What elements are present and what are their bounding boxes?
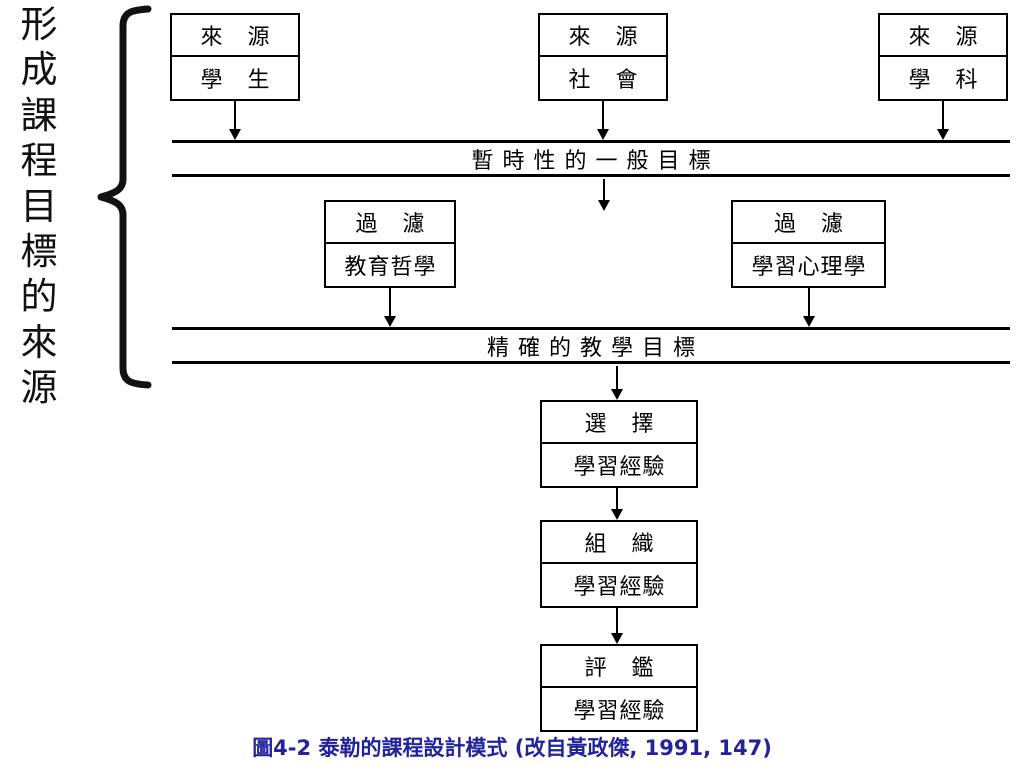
arrow-student-to-general-goals [228, 101, 242, 140]
source-box-title: 來 源 [540, 15, 666, 57]
source-box-title: 來 源 [880, 15, 1006, 57]
side-label: 形 成 課 程 目 標 的 來 源 [8, 6, 70, 406]
arrow-society-to-general-goals [596, 101, 610, 140]
band-precise-instructional-objectives: 精確的教學目標 [172, 327, 1010, 364]
arrow-general-goals-to-filters [597, 179, 611, 211]
filter-box-value: 教育哲學 [344, 255, 437, 280]
step-box-title: 評 鑑 [542, 646, 696, 688]
step-box-organize: 組 織 學習經驗 [540, 520, 698, 608]
side-label-char: 目 [20, 184, 58, 228]
side-label-char: 形 [20, 3, 58, 46]
arrow-precise-goals-to-select [610, 366, 624, 400]
filter-box-title: 過 濾 [326, 202, 454, 244]
band-label: 精確的教學目標 [486, 335, 704, 361]
source-box-value: 學 科 [908, 68, 987, 93]
band-tentative-general-objectives: 暫時性的一般目標 [172, 140, 1010, 177]
filter-box-philosophy: 過 濾 教育哲學 [324, 200, 456, 288]
side-label-char: 標 [20, 229, 58, 273]
filter-box-value: 學習心理學 [751, 255, 867, 280]
arrow-psychology-to-precise-goals [802, 288, 816, 327]
step-box-select: 選 擇 學習經驗 [540, 400, 698, 488]
side-label-char: 源 [20, 366, 58, 409]
source-box-subject: 來 源 學 科 [878, 13, 1008, 101]
side-label-char: 程 [20, 139, 58, 183]
filter-box-title: 過 濾 [733, 202, 884, 244]
arrow-select-to-organize [610, 488, 624, 520]
arrow-philosophy-to-precise-goals [383, 288, 397, 327]
arrow-organize-to-evaluate [610, 608, 624, 644]
side-label-char: 成 [20, 48, 58, 92]
filter-box-psychology: 過 濾 學習心理學 [731, 200, 886, 288]
arrow-subject-to-general-goals [936, 101, 950, 140]
step-box-value: 學習經驗 [573, 699, 666, 724]
side-label-char: 來 [20, 320, 58, 364]
figure-caption: 圖4-2 泰勒的課程設計模式 (改自黃政傑, 1991, 147) [252, 736, 772, 760]
curly-brace-icon [97, 5, 152, 389]
step-box-value: 學習經驗 [573, 455, 666, 480]
step-box-value: 學習經驗 [573, 575, 666, 600]
step-box-title: 選 擇 [542, 402, 696, 444]
source-box-society: 來 源 社 會 [538, 13, 668, 101]
step-box-title: 組 織 [542, 522, 696, 564]
band-label: 暫時性的一般目標 [471, 148, 720, 174]
step-box-evaluate: 評 鑑 學習經驗 [540, 644, 698, 732]
side-label-char: 的 [20, 275, 58, 319]
source-box-value: 社 會 [568, 68, 647, 93]
source-box-student: 來 源 學 生 [170, 13, 300, 101]
side-label-char: 課 [20, 93, 58, 137]
source-box-title: 來 源 [172, 15, 298, 57]
source-box-value: 學 生 [200, 68, 279, 93]
